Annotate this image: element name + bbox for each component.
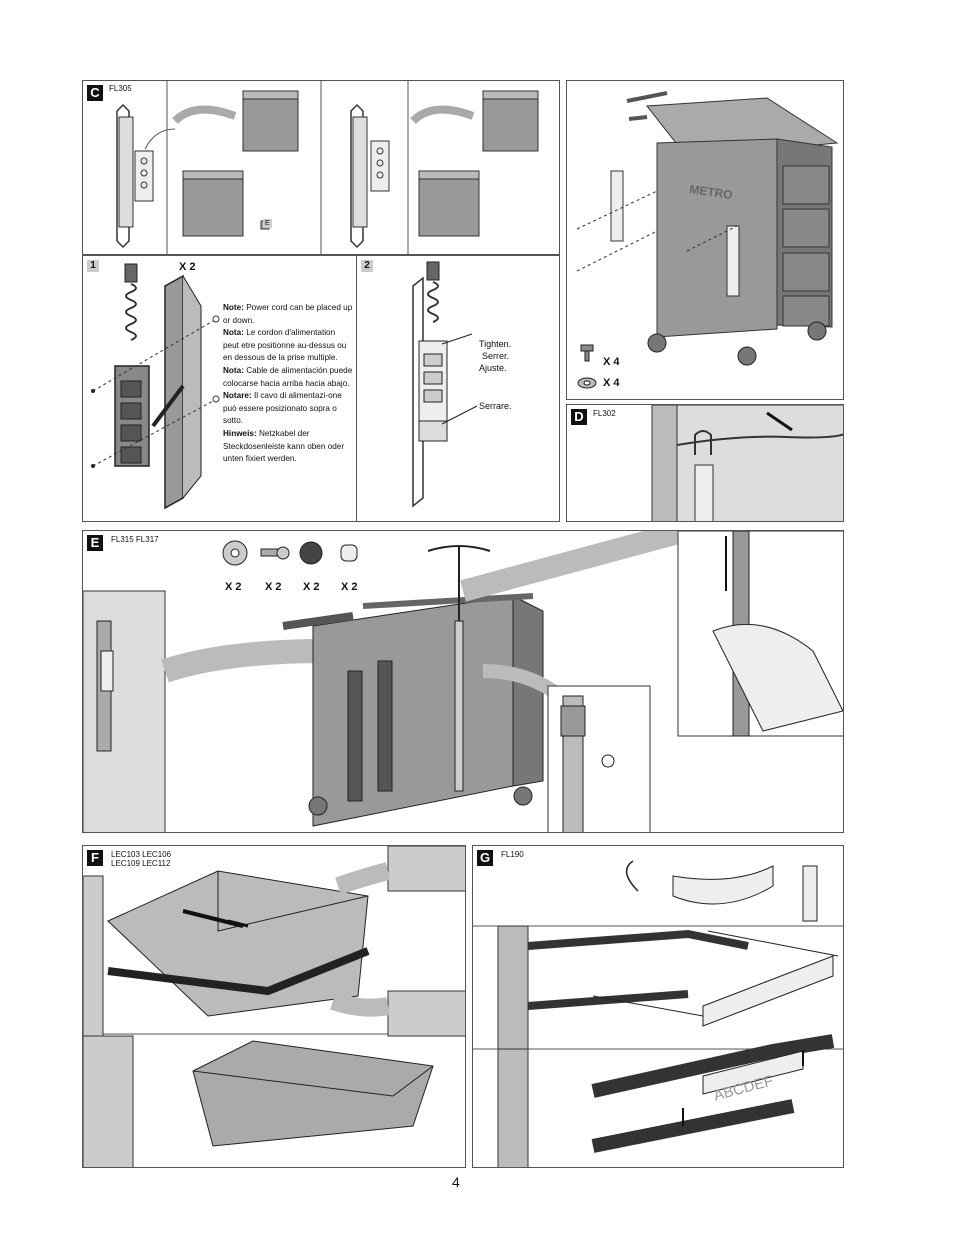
panel-c-code: FL305 — [109, 84, 132, 93]
tighten-es: Ajuste. — [479, 363, 507, 373]
panel-d: D FL302 — [566, 404, 844, 522]
panel-g-label: G — [477, 850, 493, 866]
step-1-qty: X 2 — [179, 261, 196, 273]
washer-qty: X 4 — [603, 377, 620, 389]
note-text-en: Power cord can be placed up or down. — [223, 303, 353, 325]
step-2-illustration — [412, 261, 478, 508]
hardware-qty-3: X 2 — [303, 581, 320, 593]
note-text-fr: Le cordon d'alimentation peut etre posit… — [223, 328, 347, 363]
panel-f-label: F — [87, 850, 103, 866]
panel-c-e-tag: E — [263, 219, 272, 228]
panel-e: E FL315 FL317 — [82, 530, 844, 833]
note-text-es: Cable de alimentación puede colocarse ha… — [223, 365, 353, 388]
panel-c-label: C — [87, 85, 103, 101]
note-key-it: Notare: — [223, 391, 252, 401]
step-1-label: 1 — [87, 260, 99, 272]
panel-g: G FL190 ABCDEF — [472, 845, 844, 1168]
panel-g-illustration — [473, 860, 843, 1167]
note-key-fr: Nota: — [223, 328, 244, 338]
note-text-it: Il cavo di alimentazi-one può essere pos… — [223, 391, 342, 426]
panel-c: C FL305 E — [82, 80, 560, 255]
panel-e-illustration — [83, 531, 843, 832]
panel-step-2: 2 Tighten. Serrer. Ajuste. Serrare. — [356, 255, 560, 522]
tighten-instructions: Tighten. Serrer. Ajuste. — [479, 338, 511, 374]
note-key-es: Nota: — [223, 365, 244, 375]
panel-e-label: E — [87, 535, 103, 551]
note-key-en: Note: — [223, 303, 244, 312]
panel-f-code-2: LEC109 LEC112 — [111, 859, 171, 868]
panel-g-code: FL190 — [501, 850, 524, 859]
hardware-qty-4: X 2 — [341, 581, 358, 593]
note-key-de: Hinweis: — [223, 428, 257, 438]
power-cord-note: Note: Power cord can be placed up or dow… — [223, 302, 353, 466]
hardware-qty-2: X 2 — [265, 581, 282, 593]
panel-d-label: D — [571, 409, 587, 425]
panel-step-1: 1 X 2 Note: Power cord can be placed up … — [82, 255, 357, 522]
panel-cart-overview: METRO X 4 X 4 — [566, 80, 844, 400]
tighten-en: Tighten. — [479, 339, 512, 349]
tighten-it: Serrare. — [479, 401, 512, 411]
panel-c-illustration — [116, 81, 539, 254]
hardware-qty-1: X 2 — [225, 581, 242, 593]
cart-illustration: METRO — [576, 91, 839, 389]
panel-f-code-1: LEC103 LEC106 — [111, 850, 172, 859]
panel-d-code: FL302 — [593, 409, 616, 418]
page-number: 4 — [452, 1174, 460, 1190]
svg-text:METRO: METRO — [689, 182, 734, 202]
step-2-label: 2 — [361, 260, 373, 272]
tighten-fr: Serrer. — [482, 351, 510, 361]
note-text-de: Netzkabel der Steckdosenleiste kann oben… — [223, 428, 345, 464]
screw-qty: X 4 — [603, 356, 620, 368]
panel-d-illustration — [651, 405, 843, 521]
panel-e-code: FL315 FL317 — [111, 535, 159, 544]
panel-f-illustration — [83, 846, 465, 1167]
step-1-illustration — [91, 263, 220, 510]
panel-f: F LEC103 LEC106 LEC109 LEC112 — [82, 845, 466, 1168]
